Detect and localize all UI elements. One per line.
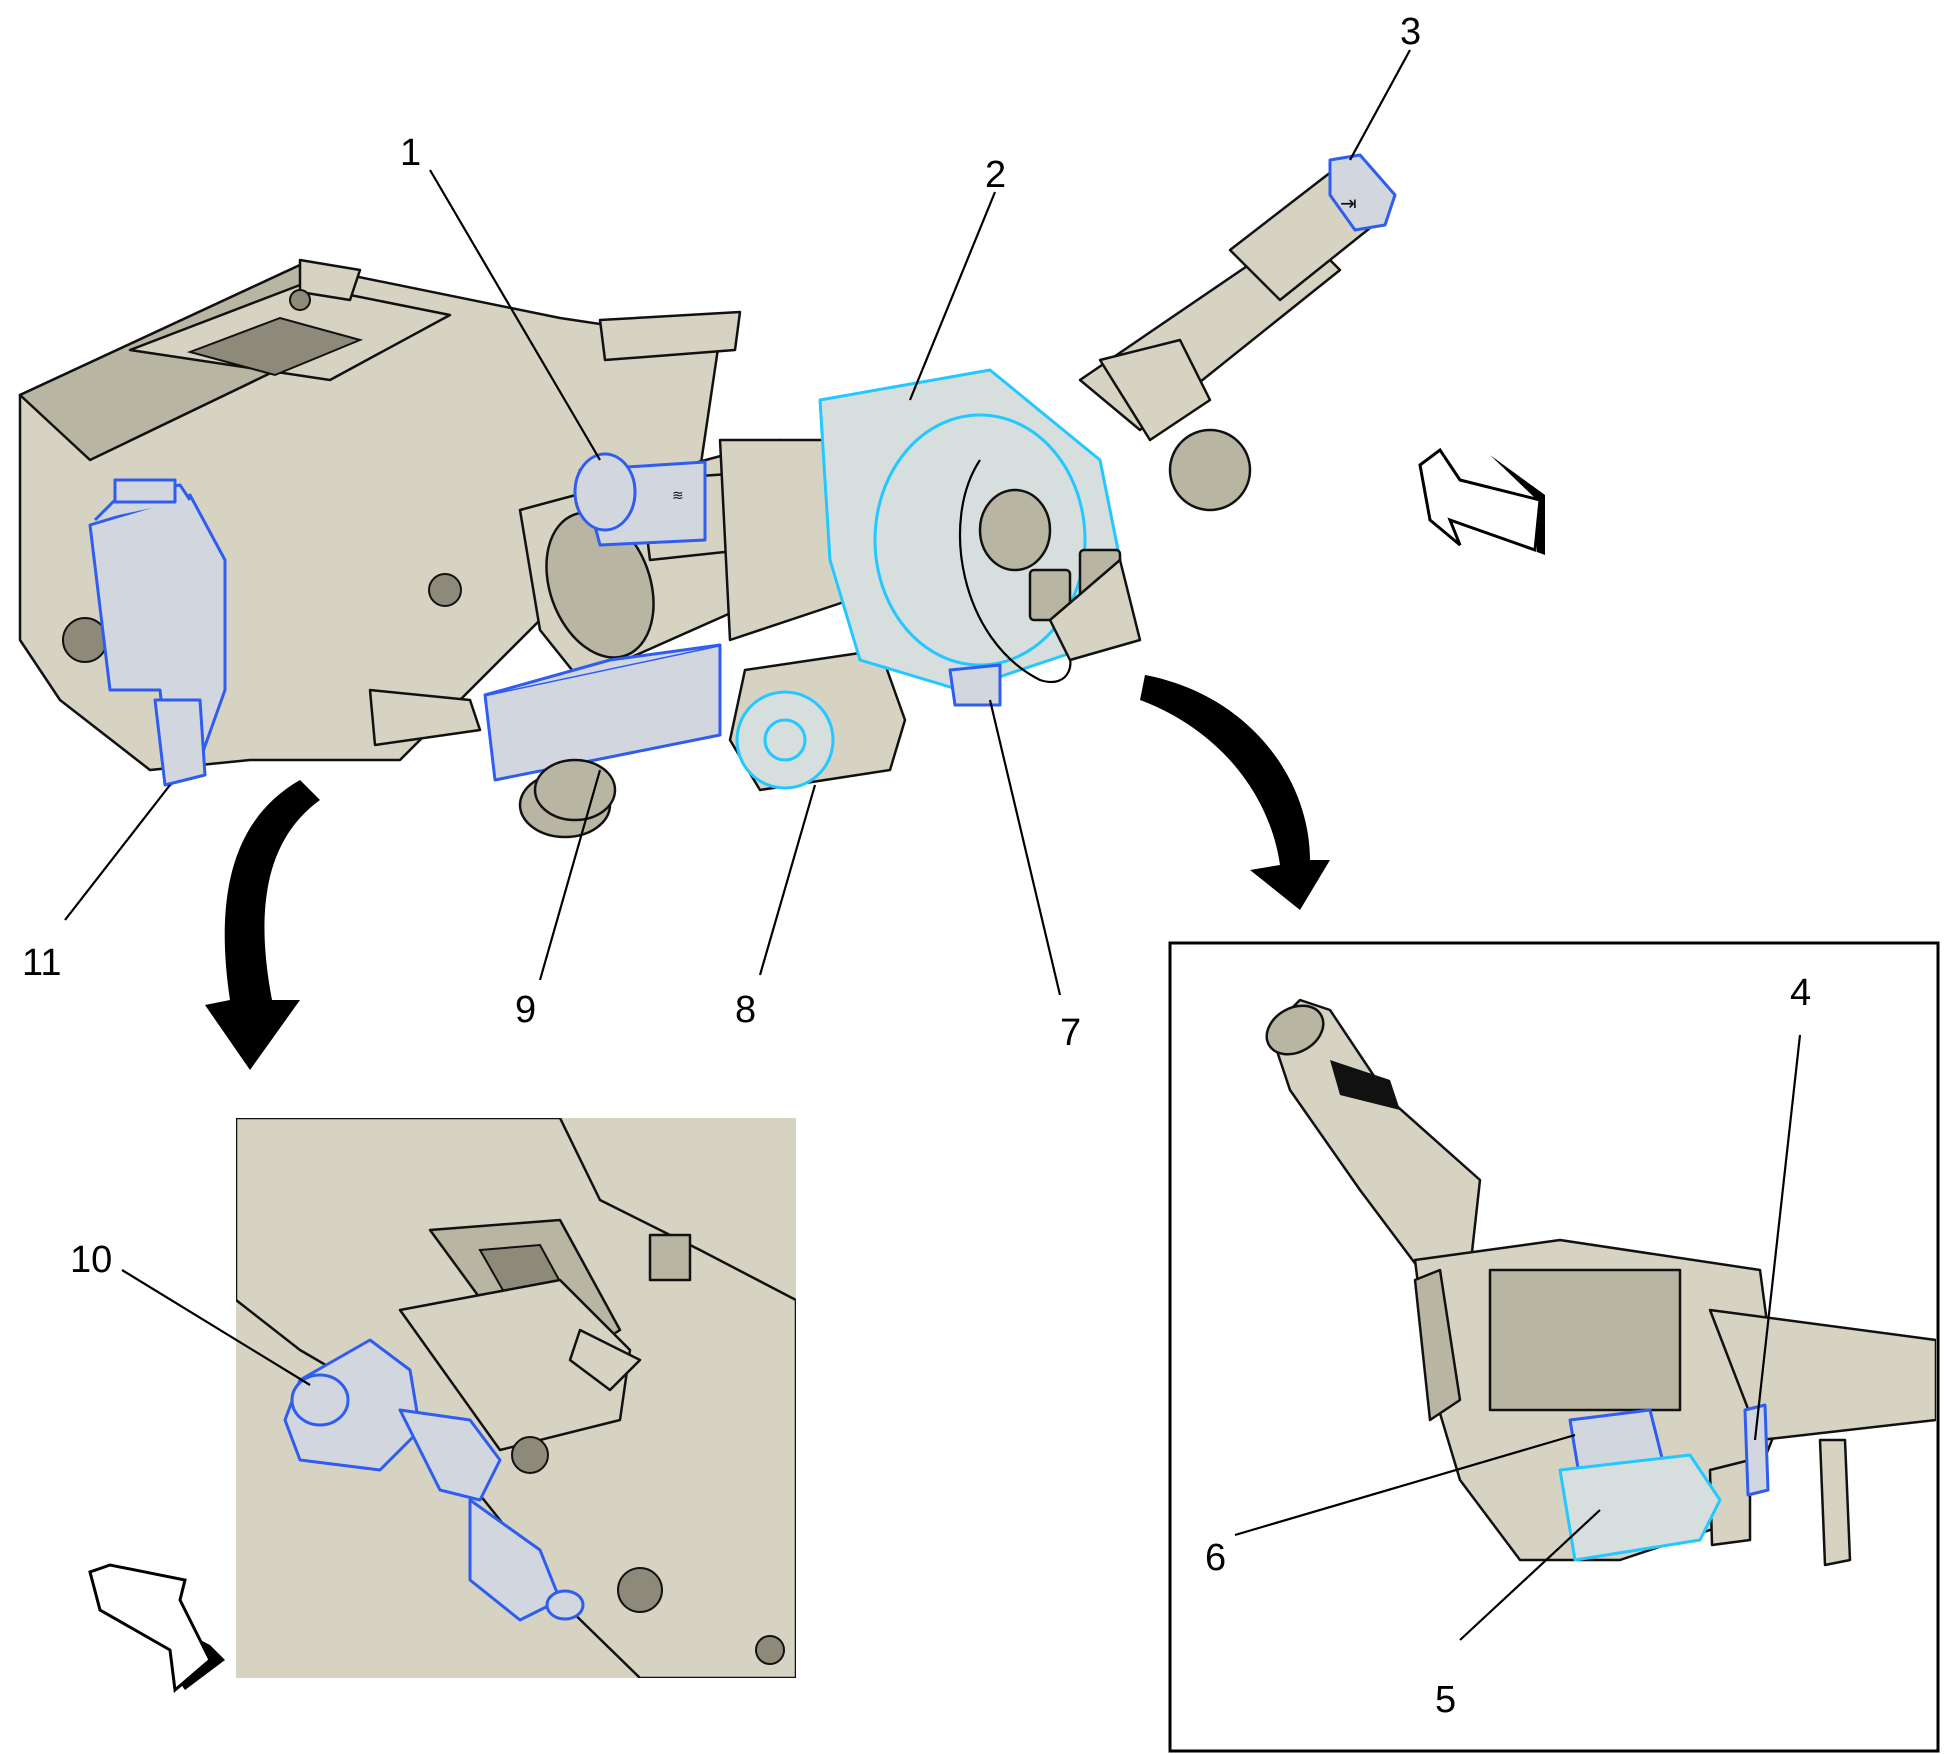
- component-8: [728, 648, 907, 792]
- leader-1: [429, 169, 601, 461]
- component-7: [948, 663, 1002, 707]
- leader-2: [908, 191, 997, 401]
- leader-lines: [64, 49, 1802, 1641]
- leader-3: [1349, 49, 1411, 161]
- callout-5: 5: [1435, 1679, 1456, 1721]
- callout-1: 1: [400, 132, 421, 174]
- view-direction-arrow-bottom-left: [88, 1563, 225, 1693]
- leader-5: [1459, 1509, 1601, 1641]
- component-3-lever: ⇥: [1078, 153, 1397, 512]
- curved-arrow-right: [1140, 675, 1330, 910]
- leader-11: [64, 784, 171, 921]
- component-10: [283, 1338, 585, 1622]
- leader-9: [538, 769, 602, 981]
- leader-7: [988, 699, 1062, 996]
- callout-8: 8: [735, 989, 756, 1031]
- callout-11: 11: [22, 942, 61, 984]
- callout-6: 6: [1205, 1537, 1226, 1579]
- view-direction-arrow-top-right: [1418, 447, 1545, 555]
- curved-arrow-left: [205, 780, 320, 1070]
- inset-left-view: [236, 1118, 796, 1678]
- component-9: [483, 643, 722, 822]
- callout-4: 4: [1790, 972, 1811, 1014]
- leader-8: [758, 784, 817, 976]
- callout-9: 9: [515, 989, 536, 1031]
- callout-10: 10: [70, 1239, 112, 1281]
- leader-6: [1234, 1433, 1576, 1537]
- callout-labels: 1 2 3 4 5 6 7 8 9 10 11: [22, 11, 1811, 1721]
- component-11: [88, 478, 227, 787]
- callout-7: 7: [1060, 1012, 1081, 1054]
- lever-symbols-icon: ≋: [672, 487, 684, 503]
- callout-2: 2: [985, 154, 1006, 196]
- lever-symbols-icon: ⇥: [1340, 193, 1357, 215]
- inset-right-view: [1168, 941, 1940, 1753]
- leader-10: [121, 1269, 311, 1386]
- leader-4: [1753, 1034, 1802, 1441]
- connectors: [1028, 548, 1142, 662]
- callout-3: 3: [1400, 11, 1421, 53]
